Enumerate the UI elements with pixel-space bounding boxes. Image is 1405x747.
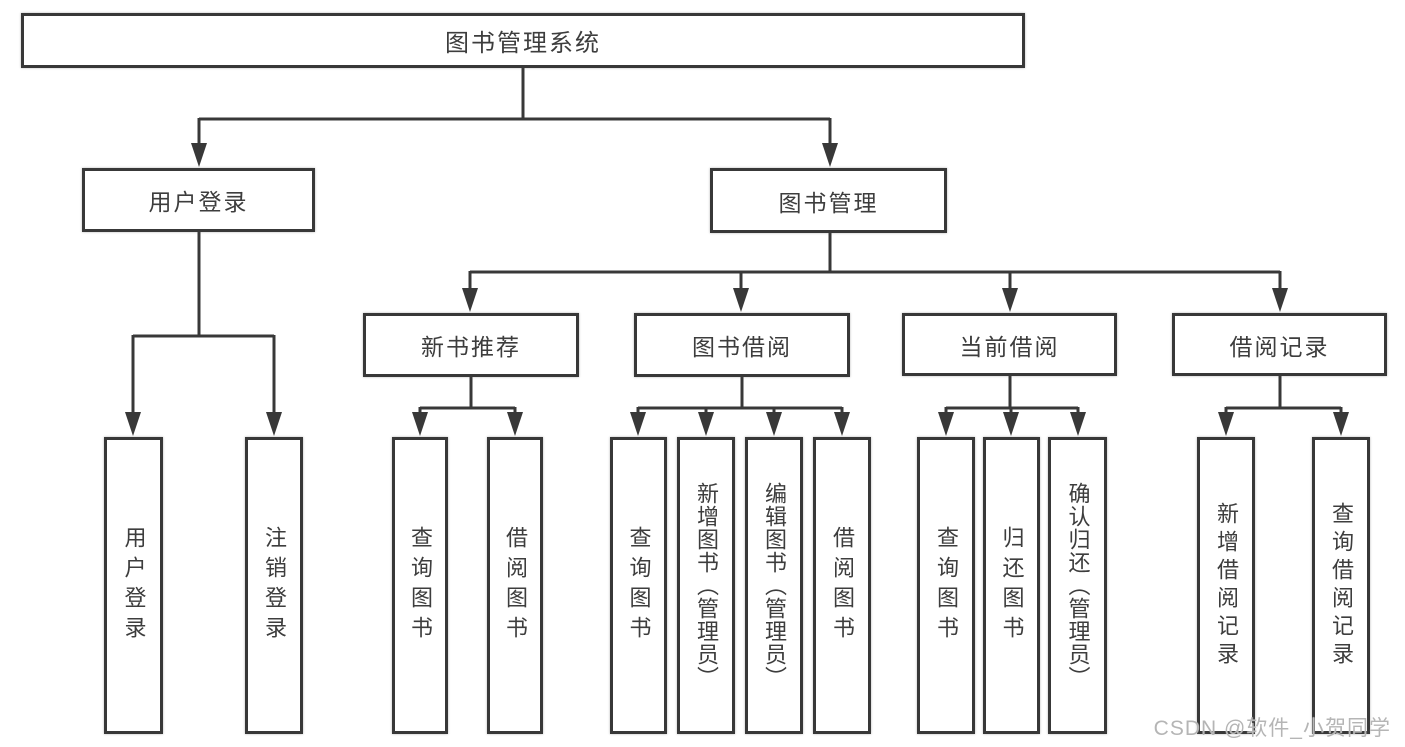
leaf-logout: 注销登录 — [245, 437, 303, 734]
leaf-confirm-return-admin: 确认归还（管理员） — [1048, 437, 1107, 734]
node-book-management: 图书管理 — [710, 168, 947, 233]
node-new-book-recommend: 新书推荐 — [363, 313, 579, 377]
leaf-query-borrow-record: 查询借阅记录 — [1312, 437, 1370, 734]
node-user-login: 用户登录 — [82, 168, 315, 232]
leaf-user-login: 用户登录 — [104, 437, 163, 734]
csdn-watermark: CSDN @软件_小贺同学 — [1153, 717, 1391, 740]
leaf-edit-book-admin: 编辑图书（管理员） — [745, 437, 803, 734]
leaf-borrow-books-1: 借阅图书 — [487, 437, 543, 734]
leaf-borrow-books-2: 借阅图书 — [813, 437, 871, 734]
node-library-system: 图书管理系统 — [21, 13, 1025, 68]
leaf-query-books-2: 查询图书 — [610, 437, 667, 734]
node-current-borrow: 当前借阅 — [902, 313, 1117, 376]
node-borrow-records: 借阅记录 — [1172, 313, 1387, 376]
node-book-borrow: 图书借阅 — [634, 313, 850, 377]
leaf-return-book: 归还图书 — [983, 437, 1040, 734]
leaf-add-book-admin: 新增图书（管理员） — [677, 437, 735, 734]
leaf-query-books-3: 查询图书 — [917, 437, 975, 734]
leaf-query-books-1: 查询图书 — [392, 437, 448, 734]
leaf-add-borrow-record: 新增借阅记录 — [1197, 437, 1255, 734]
